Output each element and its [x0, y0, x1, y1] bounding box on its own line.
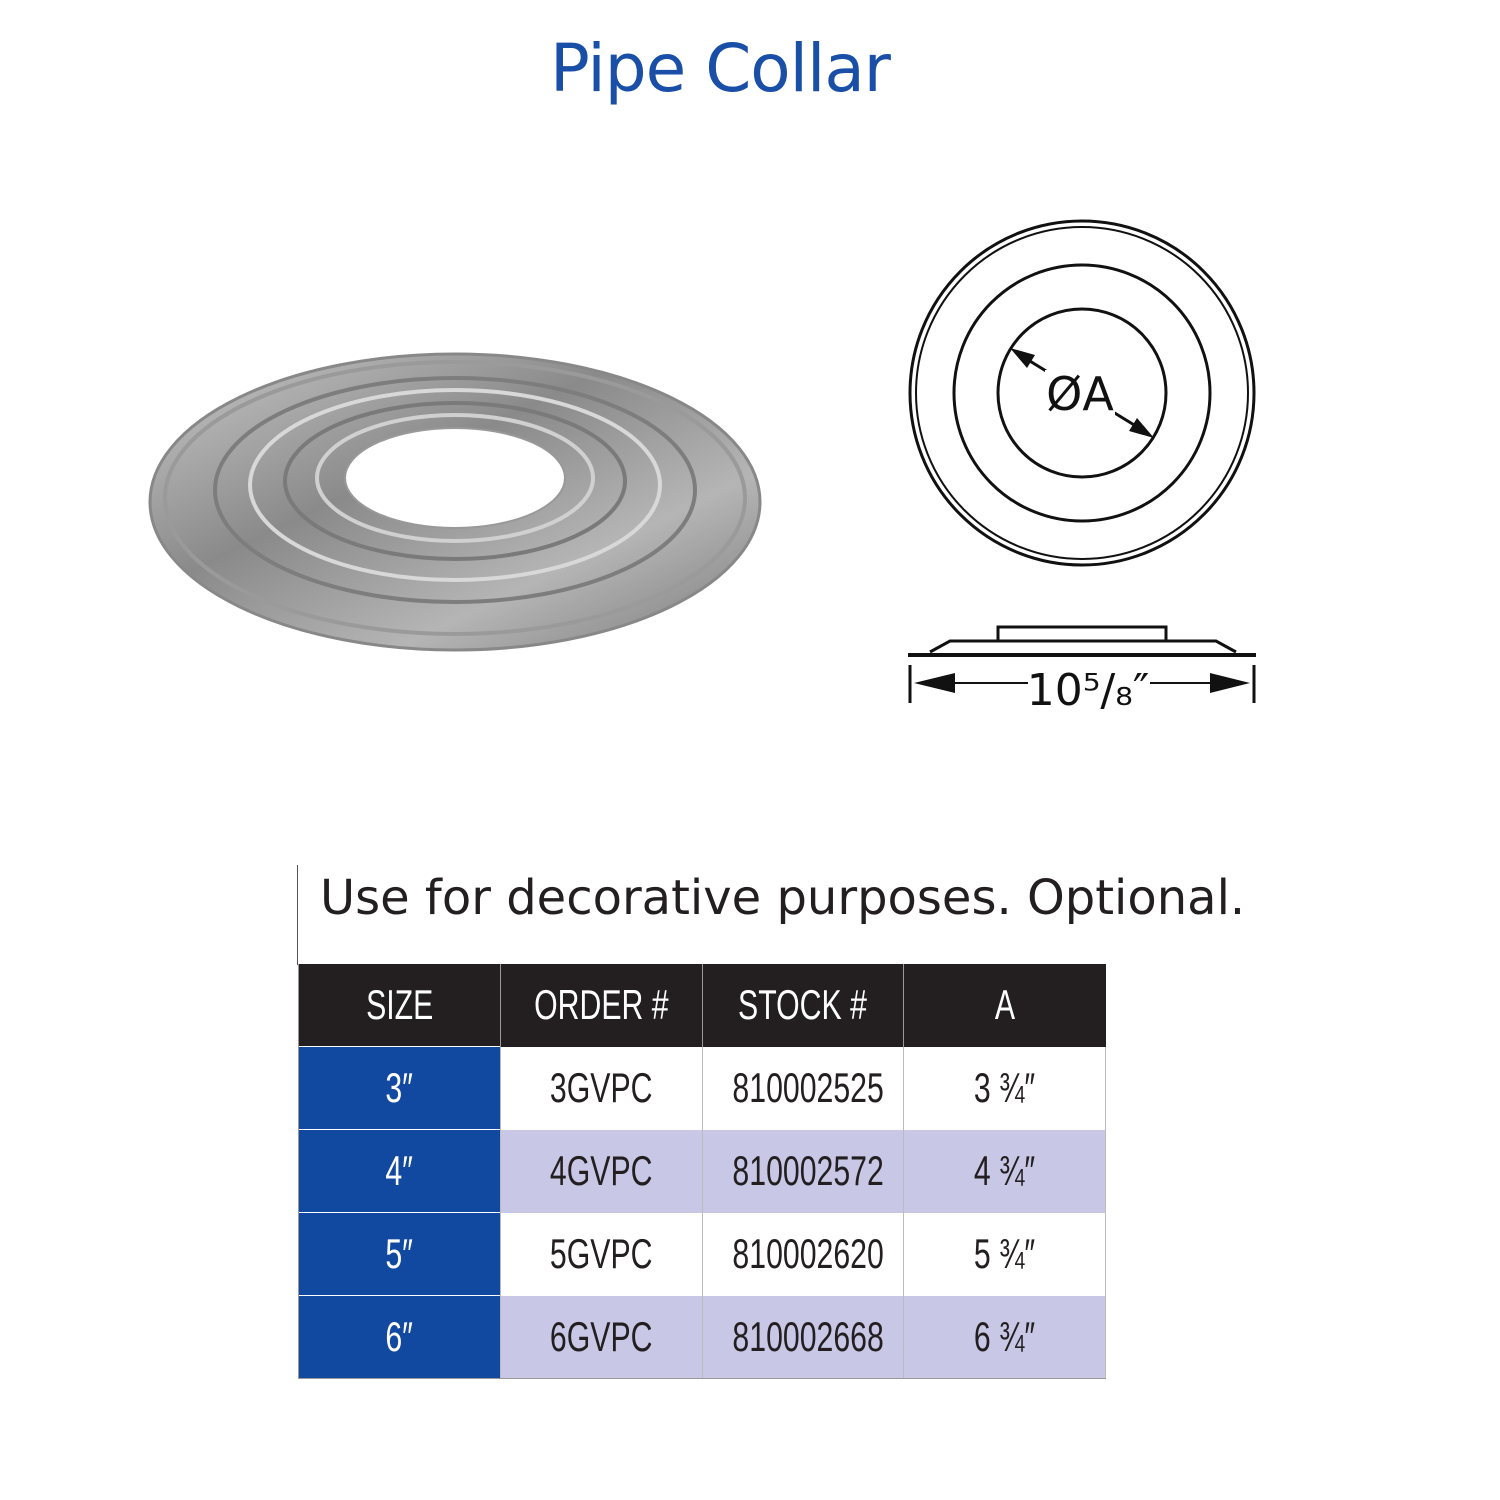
size-cell: 5″: [298, 1212, 501, 1296]
cell-text: 4″: [385, 1147, 414, 1194]
size-cell: 4″: [298, 1129, 501, 1213]
pipe-collar-photo: [148, 352, 762, 652]
order-cell: 4GVPC: [499, 1129, 703, 1213]
cell-text: 5″: [385, 1230, 414, 1277]
a-cell: 4 ¾″: [903, 1129, 1106, 1213]
table-row: 3″ 3GVPC 810002525 3 ¾″: [298, 1046, 1106, 1130]
cell-text: 810002668: [731, 1312, 884, 1360]
cell-text: 810002525: [731, 1064, 884, 1111]
size-cell: 3″: [298, 1046, 501, 1130]
header-label: ORDER #: [533, 981, 669, 1029]
size-cell: 6″: [298, 1295, 501, 1379]
header-size: SIZE: [298, 964, 501, 1047]
cell-text: 810002620: [731, 1230, 884, 1277]
usage-note: Use for decorative purposes. Optional.: [320, 870, 1246, 926]
page-title: Pipe Collar: [550, 30, 891, 107]
header-a: A: [903, 964, 1106, 1047]
table-header: SIZE ORDER # STOCK # A: [298, 964, 1106, 1047]
header-stock: STOCK #: [701, 964, 904, 1047]
stock-cell: 810002572: [701, 1129, 905, 1213]
pipe-collar-drawing: ØA 10⁵/₈″: [908, 219, 1256, 715]
a-cell: 5 ¾″: [903, 1212, 1106, 1296]
table-row: 5″ 5GVPC 810002620 5 ¾″: [298, 1212, 1106, 1296]
divider: [297, 865, 298, 965]
cell-text: 3″: [385, 1064, 414, 1111]
stock-cell: 810002525: [701, 1046, 905, 1130]
diameter-label: ØA: [1046, 367, 1114, 421]
header-label: SIZE: [365, 981, 433, 1028]
cell-text: 6GVPC: [549, 1312, 653, 1360]
order-cell: 6GVPC: [499, 1295, 703, 1379]
a-cell: 6 ¾″: [903, 1295, 1106, 1379]
order-cell: 3GVPC: [499, 1046, 703, 1130]
cell-text: 4 ¾″: [974, 1147, 1036, 1194]
header-label: A: [994, 981, 1015, 1029]
cell-text: 6″: [385, 1313, 414, 1360]
header-order: ORDER #: [499, 964, 702, 1047]
stock-cell: 810002668: [701, 1295, 905, 1379]
order-cell: 5GVPC: [499, 1212, 703, 1296]
a-cell: 3 ¾″: [903, 1046, 1106, 1130]
header-label: STOCK #: [738, 981, 868, 1029]
spec-table: SIZE ORDER # STOCK # A 3″ 3GVPC 81000252…: [298, 964, 1106, 1379]
stock-cell: 810002620: [701, 1212, 905, 1296]
cell-text: 810002572: [731, 1147, 884, 1194]
cell-text: 3GVPC: [549, 1064, 653, 1111]
table-row: 6″ 6GVPC 810002668 6 ¾″: [298, 1295, 1106, 1379]
table-row: 4″ 4GVPC 810002572 4 ¾″: [298, 1129, 1106, 1213]
cell-text: 5 ¾″: [974, 1230, 1036, 1277]
cell-text: 5GVPC: [549, 1230, 653, 1277]
cell-text: 3 ¾″: [974, 1064, 1036, 1111]
cell-text: 6 ¾″: [974, 1312, 1036, 1360]
cell-text: 4GVPC: [549, 1147, 653, 1194]
width-label: 10⁵/₈″: [1027, 665, 1150, 715]
